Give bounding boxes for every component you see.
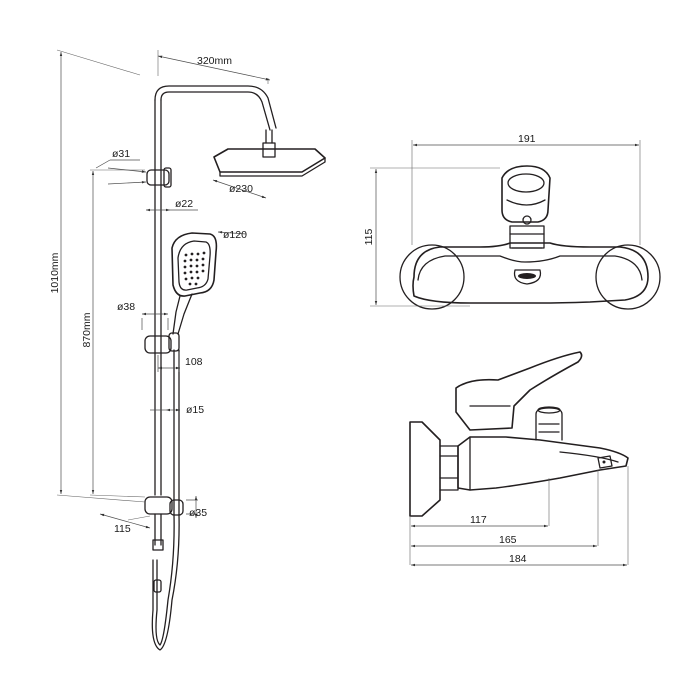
side-lever: [455, 351, 583, 431]
mixer-lever: [501, 165, 551, 223]
handshower: [171, 232, 218, 335]
label-slider-offset: 108: [185, 356, 203, 368]
label-side-lever-dim: 117: [470, 514, 487, 526]
handshower-nozzles: [183, 251, 206, 286]
shower-arm: [154, 85, 277, 131]
label-pipe-diameter: ø22: [175, 198, 193, 210]
label-slider-diameter: ø38: [117, 301, 135, 313]
overhead-shower: [213, 148, 326, 173]
spout-body: [457, 436, 629, 491]
aerator: [513, 269, 542, 285]
label-handshower-diameter: ø120: [223, 229, 247, 241]
hose-nut: [153, 579, 162, 593]
top-bracket: [146, 169, 170, 186]
label-top-bracket-diameter: ø31: [112, 148, 130, 160]
label-front-height: 115: [363, 228, 375, 245]
bottom-bracket: [144, 496, 184, 551]
label-bottom-bracket-offset: 115: [114, 523, 131, 535]
label-hose-diameter: ø15: [186, 404, 204, 416]
label-column-height: 870mm: [81, 312, 93, 347]
label-overhead-diameter: ø230: [229, 183, 253, 195]
hex-nut: [439, 445, 459, 491]
cartridge: [509, 225, 545, 249]
head-connector: [262, 142, 276, 158]
mixer-side-view: 117 165 184: [409, 351, 629, 567]
column-pipe: [154, 99, 162, 496]
label-overall-height: 1010mm: [49, 252, 61, 293]
right-flange: [595, 244, 661, 310]
label-side-spout-dim: 165: [499, 534, 517, 546]
mixer-body: [412, 242, 649, 304]
label-front-width: 191: [518, 133, 536, 145]
mixer-front-view: 191 115: [363, 133, 661, 310]
left-flange: [399, 244, 465, 310]
diverter-knob: [535, 407, 563, 441]
shower-hose: [155, 349, 175, 646]
shower-column: 1010mm 870mm 320mm ø230 ø31 ø22 ø120 ø38…: [49, 49, 326, 651]
label-bottom-bracket-diameter: ø35: [189, 507, 207, 519]
label-arm-length: 320mm: [197, 55, 232, 67]
wall-plate: [409, 421, 441, 517]
label-side-total-dim: 184: [509, 553, 527, 565]
